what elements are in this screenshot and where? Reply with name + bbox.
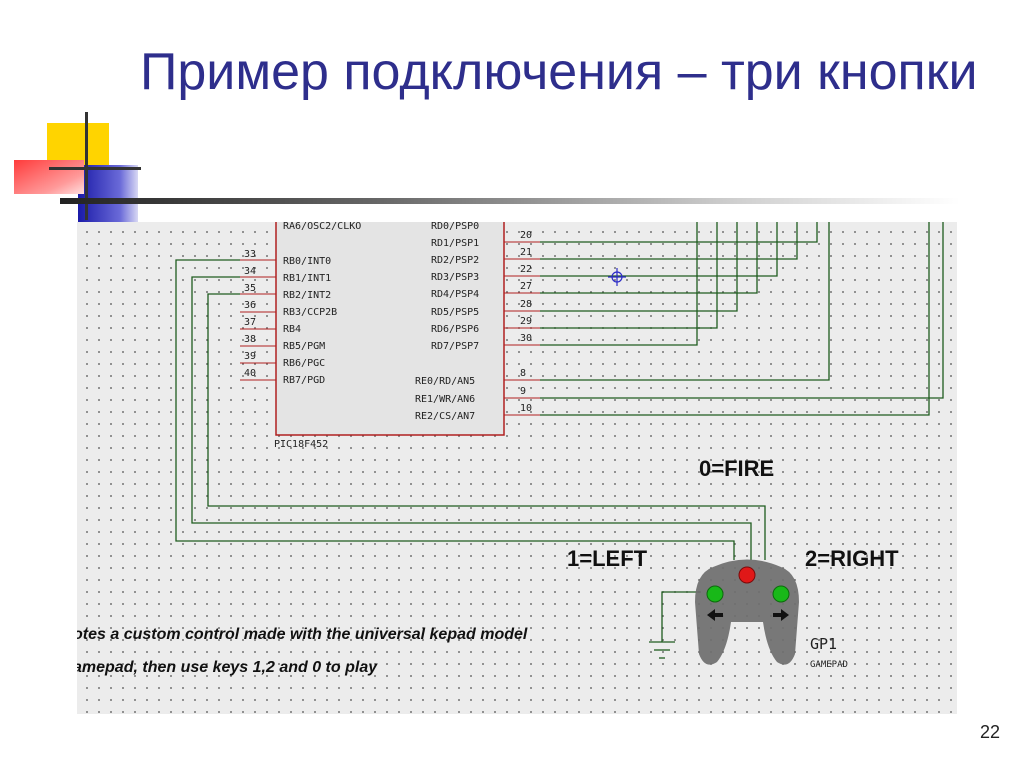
pin-number: 34 [244, 266, 256, 277]
gamepad-type: GAMEPAD [810, 660, 848, 670]
fire-label: 0=FIRE [699, 456, 774, 481]
right-pin: 28 RD5/PSP5 [431, 299, 540, 318]
right-pin: 27 RD4/PSP4 [431, 281, 540, 300]
gamepad-body [695, 559, 799, 665]
left-pin: 39 RB6/PGC [240, 351, 325, 369]
pin-label: RB4 [283, 324, 301, 335]
right-pin: 20 RD1/PSP1 [431, 230, 540, 249]
fire-button-icon[interactable] [738, 566, 756, 584]
pin-label: RB5/PGM [283, 341, 325, 352]
chip-top-left-label: RA6/OSC2/CLKO [283, 222, 361, 232]
pin-label: RE1/WR/AN6 [415, 394, 475, 405]
re-pin: 8 RE0/RD/AN5 [415, 368, 540, 387]
left-pin: 38 RB5/PGM [240, 334, 325, 352]
left-pin: 35 RB2/INT2 [240, 283, 331, 301]
pin-label: RE2/CS/AN7 [415, 411, 475, 422]
pin-label: RD5/PSP5 [431, 307, 479, 318]
pin-label: RB6/PGC [283, 358, 325, 369]
pin-label: RB3/CCP2B [283, 307, 337, 318]
data-bus-wires [540, 222, 944, 416]
left-pin: 33 RB0/INT0 [240, 249, 331, 267]
re-pin: 9 RE1/WR/AN6 [415, 386, 540, 405]
pin-label: RD2/PSP2 [431, 255, 479, 266]
decor-horizontal-line [49, 167, 141, 170]
pin-label: RE0/RD/AN5 [415, 376, 475, 387]
pin-number: 39 [244, 351, 256, 362]
crosshair-marker [608, 268, 626, 286]
decor-blue-square [78, 165, 138, 223]
pin-label: RD6/PSP6 [431, 324, 479, 335]
pin-label: RB1/INT1 [283, 273, 331, 284]
right-pin: 21 RD2/PSP2 [431, 247, 540, 266]
pin-number: 28 [520, 299, 532, 310]
right-pin: 30 RD7/PSP7 [431, 333, 540, 352]
pin-number: 21 [520, 247, 532, 258]
pin-label: RB2/INT2 [283, 290, 331, 301]
left-label: 1=LEFT [567, 546, 648, 571]
pin-number: 8 [520, 368, 526, 379]
pin-number: 40 [244, 368, 256, 379]
decor-red-square [14, 160, 84, 194]
pin-number: 22 [520, 264, 532, 275]
pin-label: RD4/PSP4 [431, 289, 479, 300]
schematic-diagram: RA6/OSC2/CLKO RD0/PSP0 33 RB0/INT0 34 RB… [77, 222, 957, 714]
title-underline [60, 198, 960, 204]
gamepad[interactable]: GP1 GAMEPAD [695, 559, 848, 671]
left-pin: 40 RB7/PGD [240, 368, 325, 386]
re-pin: 10 RE2/CS/AN7 [415, 403, 540, 422]
pin-number: 35 [244, 283, 256, 294]
left-button-icon[interactable] [706, 585, 724, 603]
pin-number: 27 [520, 281, 532, 292]
right-pin: 29 RD6/PSP6 [431, 316, 540, 335]
right-button-icon[interactable] [772, 585, 790, 603]
pin-label: RB7/PGD [283, 375, 325, 386]
pin-number: 9 [520, 386, 526, 397]
chip-body [275, 222, 505, 436]
note-line-2: amepad, then use keys 1,2 and 0 to play [77, 659, 378, 676]
ground-symbol [649, 641, 675, 659]
left-pin: 37 RB4 [240, 317, 301, 335]
pin-number: 37 [244, 317, 256, 328]
pin-label: RD1/PSP1 [431, 238, 479, 249]
pin-number: 38 [244, 334, 256, 345]
pin-number: 33 [244, 249, 256, 260]
left-arrow-icon [707, 609, 723, 621]
schematic-svg: RA6/OSC2/CLKO RD0/PSP0 33 RB0/INT0 34 RB… [77, 222, 944, 676]
pin-label: RD7/PSP7 [431, 341, 479, 352]
slide-title: Пример подключения – три кнопки [140, 43, 978, 101]
left-pins: 33 RB0/INT0 34 RB1/INT1 35 RB2/INT2 36 R… [240, 249, 337, 386]
chip-top-right-label: RD0/PSP0 [431, 222, 479, 232]
re-pins: 8 RE0/RD/AN5 9 RE1/WR/AN6 10 RE2/CS/AN7 [415, 368, 540, 422]
right-pin: 22 RD3/PSP3 [431, 264, 540, 283]
page-number: 22 [979, 722, 1000, 742]
button-wires [175, 259, 766, 642]
decor-vertical-line [85, 112, 88, 220]
left-pin: 34 RB1/INT1 [240, 266, 331, 284]
pin-number: 10 [520, 403, 532, 414]
note-line-1: otes a custom control made with the univ… [77, 626, 528, 643]
left-pin: 36 RB3/CCP2B [240, 300, 337, 318]
pin-number: 29 [520, 316, 532, 327]
pin-number: 36 [244, 300, 256, 311]
pin-number: 20 [520, 230, 532, 241]
pin-label: RB0/INT0 [283, 256, 331, 267]
right-arrow-icon [773, 609, 789, 621]
right-pins: 20 RD1/PSP1 21 RD2/PSP2 22 RD3/PSP3 27 R… [431, 230, 540, 352]
chip-name: PIC18F452 [274, 439, 328, 450]
gamepad-ref: GP1 [810, 635, 837, 653]
right-label: 2=RIGHT [805, 546, 899, 571]
pin-number: 30 [520, 333, 532, 344]
pin-label: RD3/PSP3 [431, 272, 479, 283]
